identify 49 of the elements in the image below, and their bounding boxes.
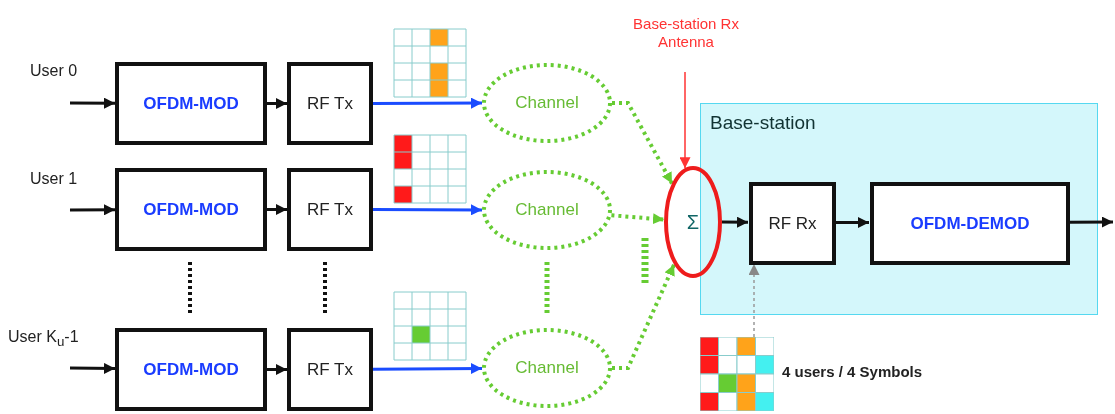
channel-ellipse — [482, 170, 612, 250]
modulator-box — [115, 168, 267, 251]
summer-ellipse — [664, 166, 722, 278]
leader-line — [748, 263, 760, 338]
transmitter-box — [287, 328, 373, 411]
resource-grid-drawing — [700, 337, 774, 411]
antenna-text: Base-station Rx Antenna — [632, 15, 740, 51]
user-label: User 0 — [30, 62, 78, 80]
arrow — [70, 204, 115, 216]
node-label: RF Tx — [307, 359, 353, 380]
node-label: Channel — [515, 93, 579, 113]
transmitter-box — [287, 168, 373, 251]
arrow — [722, 216, 748, 228]
user-label: User 1 — [30, 170, 78, 188]
node-label: OFDM-MOD — [143, 93, 239, 114]
modulator-box — [115, 328, 267, 411]
node-label: RF Tx — [307, 199, 353, 220]
node-label: Base-station — [710, 112, 816, 134]
transmitter-box — [287, 62, 373, 145]
node-label: Σ — [686, 210, 700, 234]
node-label: RF Tx — [307, 93, 353, 114]
grid-caption: 4 users / 4 Symbols — [782, 363, 923, 380]
arrow — [612, 101, 674, 185]
node-label: RF Rx — [768, 213, 817, 234]
arrow — [267, 364, 287, 375]
node-label: Channel — [515, 200, 579, 220]
channel-ellipse — [482, 63, 612, 143]
arrow — [70, 97, 115, 109]
arrow — [1069, 216, 1113, 228]
modulator-box — [115, 62, 267, 145]
node-label: OFDM-DEMOD — [910, 213, 1030, 234]
arrow — [679, 71, 691, 169]
arrow — [611, 213, 665, 225]
user-label: User K$_{u}$-1 — [8, 328, 79, 350]
arrow — [373, 97, 482, 109]
channel-ellipse — [482, 328, 612, 408]
arrow — [69, 362, 116, 374]
receiver-box — [749, 182, 836, 265]
node-label: OFDM-MOD — [143, 359, 239, 380]
arrow — [373, 204, 482, 216]
arrow — [835, 217, 869, 228]
arrow — [267, 204, 287, 215]
node-label: Channel — [515, 358, 579, 378]
node-label: OFDM-MOD — [143, 199, 239, 220]
demodulator-box — [870, 182, 1070, 265]
arrow — [267, 98, 287, 109]
base-station-panel — [700, 103, 1098, 315]
arrow — [373, 363, 482, 374]
arrow — [612, 263, 676, 370]
